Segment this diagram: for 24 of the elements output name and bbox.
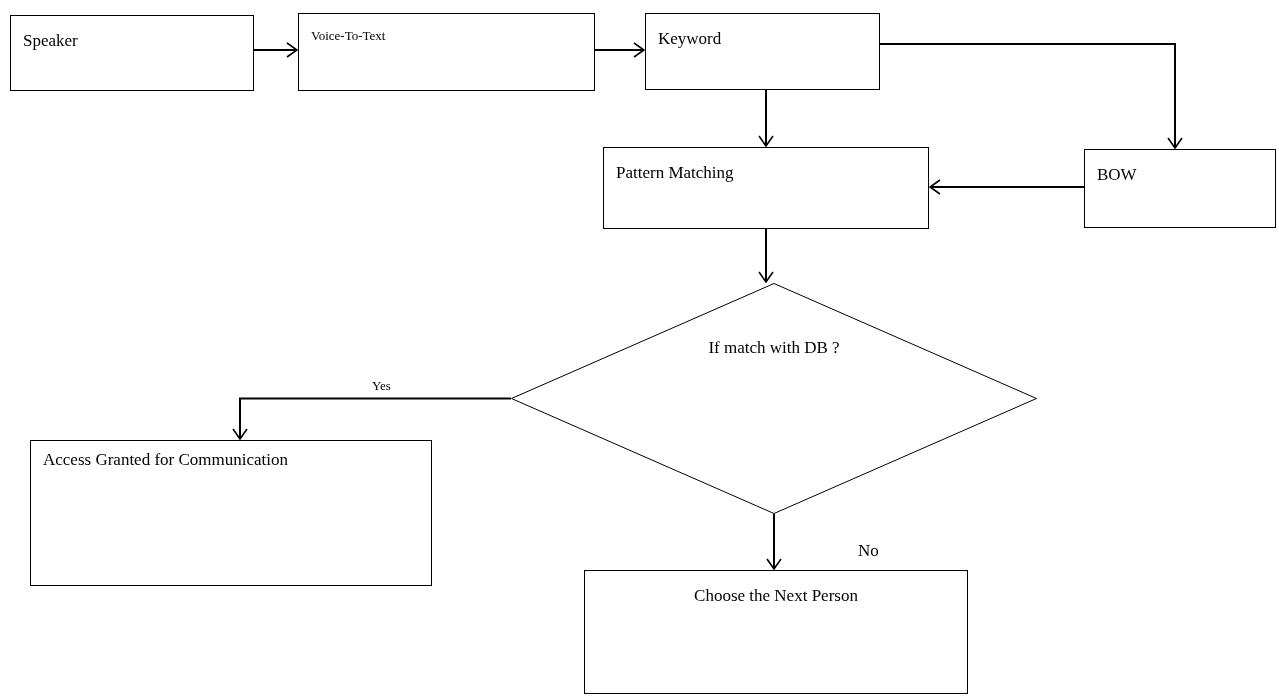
node-label: Pattern Matching [616, 162, 735, 184]
node-label: BOW [1097, 164, 1138, 186]
arrow [253, 42, 298, 58]
arrow [232, 397, 512, 440]
process-box [584, 570, 968, 694]
process-box [1084, 149, 1276, 228]
process-box [10, 15, 254, 91]
arrow [758, 228, 774, 283]
arrow [879, 43, 1183, 149]
arrow [766, 513, 782, 570]
node-label: Voice-To-Text [311, 27, 387, 45]
node-label: Choose the Next Person [693, 585, 859, 607]
node-label: Speaker [23, 30, 79, 52]
process-box [645, 13, 880, 90]
node-label: Keyword [658, 28, 723, 50]
arrow [758, 89, 774, 147]
decision-diamond [511, 283, 1037, 514]
arrow [929, 179, 1085, 195]
process-box [603, 147, 929, 229]
process-box [298, 13, 595, 91]
node-label: Access Granted for Communication [43, 449, 289, 471]
process-box [30, 440, 432, 586]
arrow [594, 42, 645, 58]
node-label: If match with DB ? [707, 337, 841, 359]
